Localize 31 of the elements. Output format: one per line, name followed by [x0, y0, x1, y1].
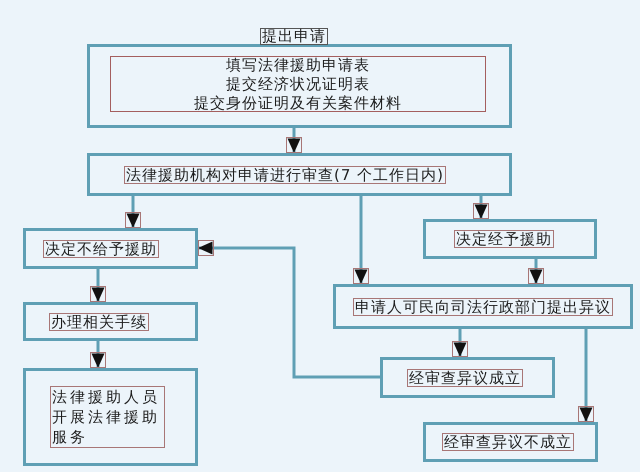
connector-arrow [578, 329, 594, 422]
step-text: 办理相关手续 [49, 312, 149, 330]
step-text: 决定经予援助 [454, 230, 554, 248]
process-box [423, 219, 597, 259]
connector-arrow [353, 196, 369, 284]
process-box [333, 284, 633, 329]
process-box [87, 153, 512, 196]
connector-arrow [286, 128, 302, 154]
heading-text: 提出申请 [260, 28, 328, 45]
connector-arrow [473, 196, 489, 220]
step-text: 经审查异议不成立 [442, 433, 574, 451]
connector-arrow [528, 259, 544, 284]
connector-arrow [90, 269, 106, 302]
connector-arrow [198, 240, 380, 378]
requirement-text: 填写法律援助申请表 [226, 56, 370, 74]
connector-arrow [125, 196, 141, 228]
step-text: 决定不给予援助 [43, 240, 159, 258]
process-box [23, 228, 198, 269]
requirements-box [110, 56, 486, 112]
connector-arrow [452, 329, 468, 358]
process-box [23, 368, 198, 466]
step-text: 法律援助机构对申请进行审查(7 个工作日内) [124, 166, 446, 184]
process-box [23, 302, 198, 341]
step-text: 申请人可民向司法行政部门提出异议 [353, 298, 613, 316]
requirement-text: 提交经济状况证明表 [226, 74, 370, 94]
requirement-text: 提交身份证明及有关案件材料 [194, 94, 402, 112]
step-text: 经审查异议成立 [407, 368, 523, 386]
step-text: 法律援助人员开展法律援助服务 [50, 386, 165, 448]
process-box [423, 422, 598, 462]
connector-arrow [90, 341, 106, 368]
process-box [380, 357, 555, 398]
